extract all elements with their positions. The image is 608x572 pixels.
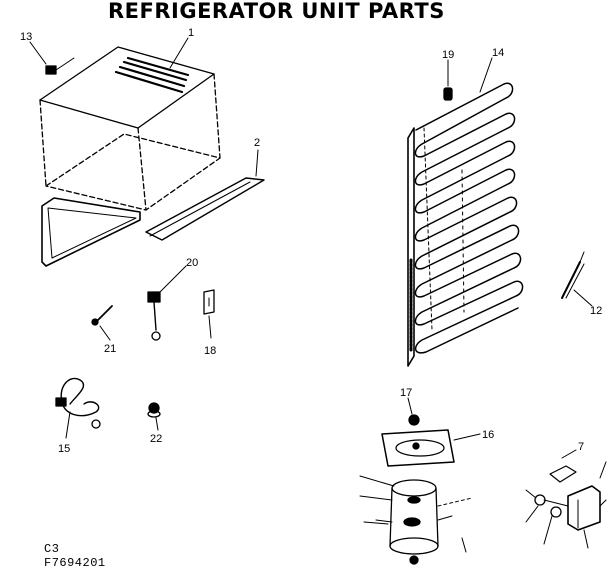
- callout-16: 16: [482, 429, 494, 441]
- part-19-clip: [443, 59, 453, 101]
- part-18-bracket: [203, 289, 215, 339]
- callout-18: 18: [204, 345, 216, 357]
- part-17-nut: [407, 397, 420, 426]
- part-20-terminal: [147, 265, 187, 341]
- part-13-sensor: [29, 41, 75, 75]
- callout-17: 17: [400, 387, 412, 399]
- callout-22: 22: [150, 433, 162, 445]
- section-code: C3: [44, 542, 60, 556]
- callout-7: 7: [578, 441, 584, 453]
- part-12-drier: [561, 251, 593, 307]
- callout-labels: 13 1 2 19 14 20 12 21 18 17 16 15 22 7: [20, 27, 602, 455]
- liner-box-outline: [39, 73, 221, 211]
- part-2-drip-tray: [145, 149, 265, 241]
- callout-12: 12: [590, 305, 602, 317]
- callout-20: 20: [186, 257, 198, 269]
- compressor: [359, 475, 473, 565]
- part-22-grommet: [147, 402, 161, 431]
- part-14-condenser: [407, 57, 524, 367]
- part-1-panel: [39, 37, 215, 129]
- part-15-cord: [55, 377, 101, 439]
- callout-19: 19: [442, 49, 454, 61]
- part-16-drain-pan: [381, 429, 481, 467]
- callout-21: 21: [104, 343, 116, 355]
- callout-1: 1: [188, 27, 194, 39]
- drawing-number: F7694201: [44, 556, 106, 570]
- callout-14: 14: [492, 47, 504, 59]
- callout-13: 13: [20, 31, 32, 43]
- diagram-title: REFRIGERATOR UNIT PARTS: [108, 0, 445, 23]
- part-21-screw: [91, 305, 113, 341]
- callout-2: 2: [254, 137, 260, 149]
- callout-15: 15: [58, 443, 70, 455]
- evaporator-frame: [41, 197, 141, 267]
- part-7-relay: [525, 449, 607, 549]
